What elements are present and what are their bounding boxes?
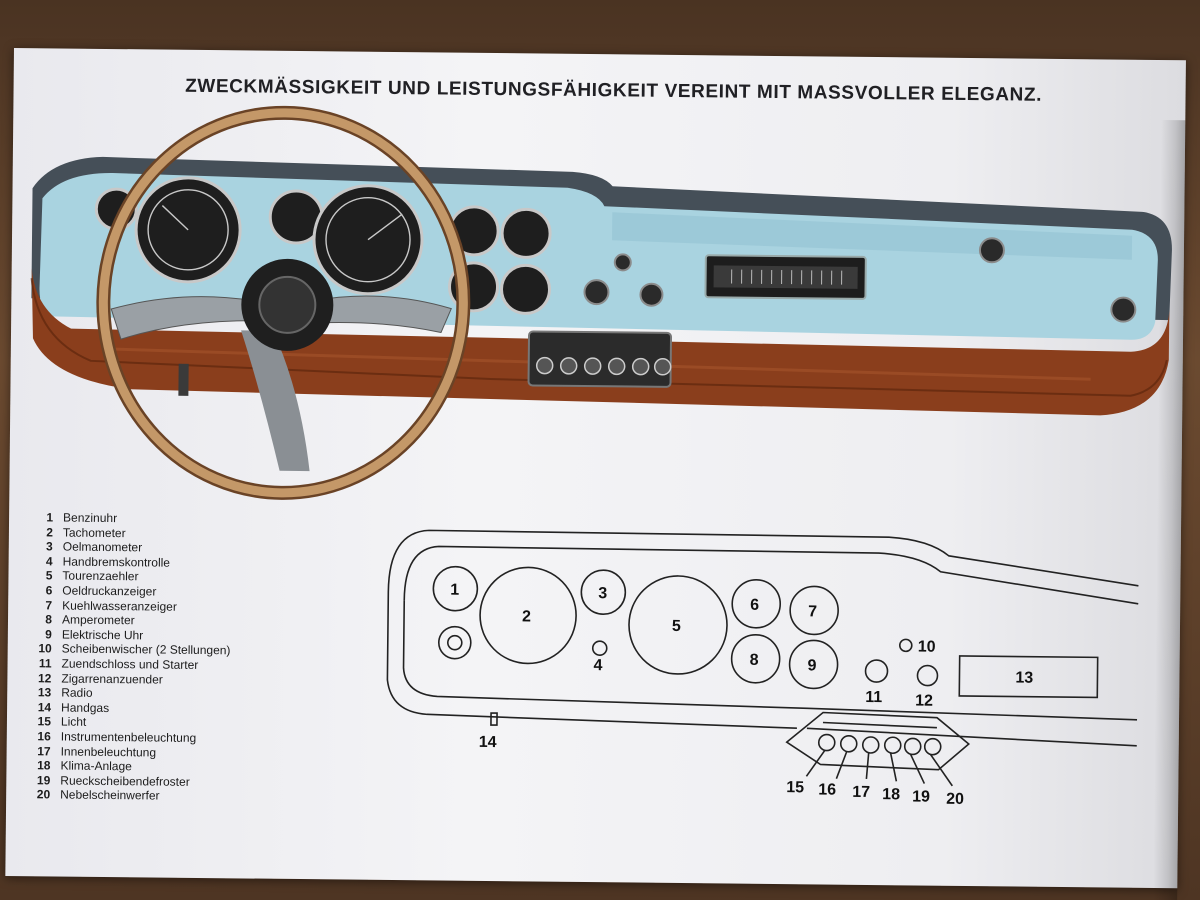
brochure-page: ZWECKMÄSSIGKEIT UND LEISTUNGSFÄHIGKEIT V… [5, 48, 1186, 900]
diagram-gauge-2 [479, 566, 577, 665]
diagram-gauge-1 [432, 565, 479, 612]
steering-wheel [96, 105, 471, 500]
diagram-gauge-1b [437, 625, 472, 660]
diagram-gauge-5 [628, 575, 728, 675]
dashboard-illustration [30, 105, 1172, 500]
diagram-gauge-6 [731, 579, 782, 629]
diagram-label-10: 10 [918, 638, 936, 655]
diagram-handgas-14 [490, 712, 498, 726]
switch-panel [527, 330, 673, 388]
diagram-label-12: 12 [915, 692, 933, 709]
diagram-label-4: 4 [593, 657, 602, 674]
diagram-radio-13 [958, 655, 1099, 699]
diagram-label-3: 3 [598, 585, 607, 602]
diagram-outline-inner [403, 545, 1139, 605]
diagram-label-19: 19 [912, 788, 930, 805]
diagram-switch-panel [785, 711, 971, 771]
diagram-label-16: 16 [818, 781, 836, 798]
diagram-knob-11 [864, 659, 889, 683]
diagram-label-2: 2 [522, 608, 531, 625]
radio-unit [704, 254, 867, 300]
diagram-label-20: 20 [946, 791, 964, 808]
diagram-label-9: 9 [807, 657, 816, 674]
diagram-label-1: 1 [450, 582, 459, 599]
diagram-label-8: 8 [750, 652, 759, 669]
diagram-label-5: 5 [672, 618, 681, 635]
diagram-label-11: 11 [865, 689, 882, 706]
diagram-label-13: 13 [1015, 670, 1033, 687]
diagram-gauge-9 [788, 639, 839, 690]
diagram-label-7: 7 [808, 603, 817, 620]
diagram-gauge-8 [730, 633, 781, 684]
diagram-gauge-3 [580, 569, 627, 616]
diagram-outline-outer [387, 529, 1139, 592]
diagram-label-17: 17 [852, 784, 870, 801]
diagram-label-14: 14 [479, 734, 497, 751]
diagram-label-6: 6 [750, 597, 759, 614]
diagram-knob-10 [898, 638, 913, 653]
diagram-gauge-4 [591, 640, 608, 656]
diagram-label-18: 18 [882, 786, 900, 803]
diagram-knob-12 [916, 664, 939, 687]
numbered-diagram: 1 2 3 4 5 6 7 8 9 10 11 12 13 14 15 16 1… [386, 529, 1139, 808]
diagram-label-15: 15 [786, 779, 804, 796]
diagram-gauge-7 [789, 585, 839, 636]
